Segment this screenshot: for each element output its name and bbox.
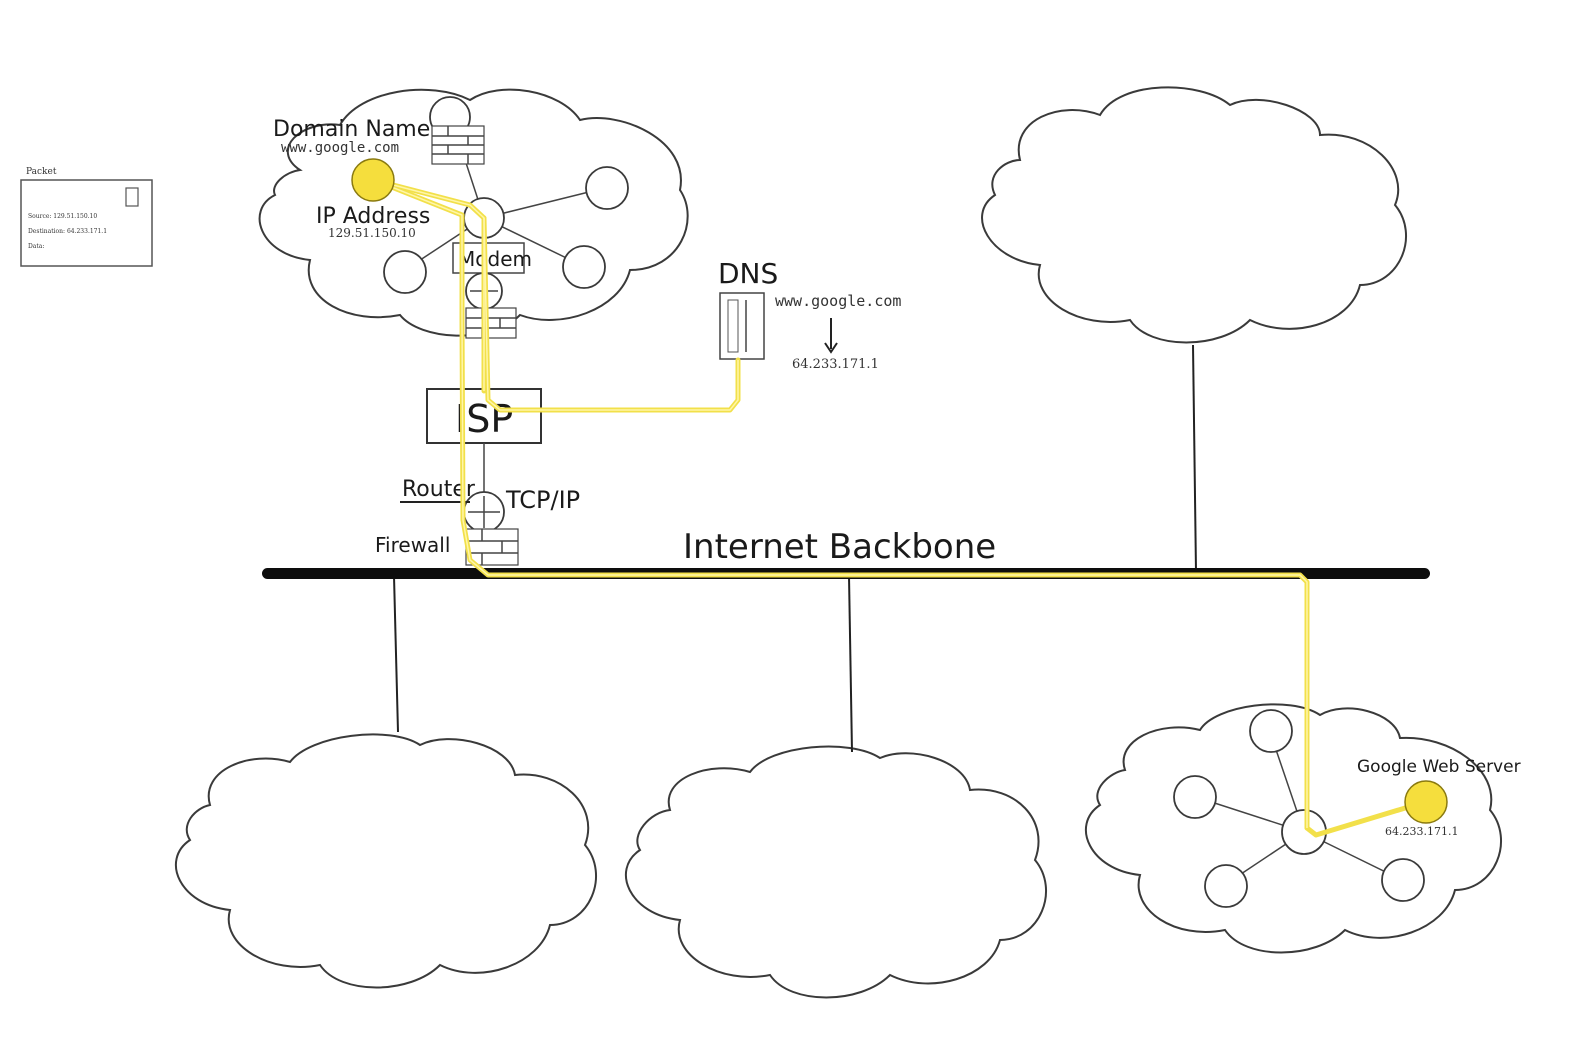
modem-label: Modem	[458, 247, 532, 271]
dns-server-icon	[719, 292, 765, 360]
gateway-firewall-icon	[465, 528, 519, 566]
home-lan: Modem	[383, 96, 629, 339]
backbone-drop-bottom-middle	[848, 575, 853, 753]
packet-route-path	[371, 177, 1428, 838]
google-server-label: Google Web Server	[1357, 757, 1521, 777]
packet-card	[20, 179, 153, 267]
tcpip-label: TCP/IP	[505, 486, 580, 514]
isp-box	[426, 388, 542, 444]
backbone-drop-top-right	[1192, 344, 1197, 573]
server-node-bottom-right	[1381, 858, 1425, 902]
packet-envelope: Packet Source: 129.51.150.10 Destination…	[20, 167, 153, 267]
client-computer-node	[351, 158, 395, 202]
cloud-bottom-middle	[624, 745, 1047, 999]
home-firewall-top-icon	[431, 125, 485, 165]
home-firewall-bottom-icon	[465, 307, 517, 339]
modem-box	[452, 242, 525, 274]
server-node-top	[1249, 709, 1293, 753]
packet-title: Packet	[26, 167, 57, 177]
domain-name-label: Domain Name	[273, 117, 430, 142]
packet-line-destination: Destination: 64.233.171.1	[28, 228, 107, 235]
packet-line-data: Data:	[28, 243, 44, 250]
dns-label: DNS	[718, 257, 778, 290]
home-node-bottom-right	[562, 245, 606, 289]
cloud-bottom-left	[174, 733, 597, 989]
cloud-top-right	[981, 86, 1407, 344]
domain-name-value: www.google.com	[281, 140, 399, 156]
backbone-drop-bottom-left	[393, 575, 399, 733]
backbone-label: Internet Backbone	[683, 527, 996, 567]
ip-address-label: IP Address	[316, 204, 430, 229]
packet-line-source: Source: 129.51.150.10	[28, 213, 97, 220]
google-server-ip: 64.233.171.1	[1385, 825, 1458, 838]
home-node-right	[585, 166, 629, 210]
server-node-bottom-left	[1204, 864, 1248, 908]
packet-stamp	[125, 187, 139, 207]
server-lan	[1173, 709, 1425, 908]
dns-query: www.google.com	[775, 292, 901, 310]
home-node-left	[383, 250, 427, 294]
ip-address-value: 129.51.150.10	[328, 226, 416, 240]
dns-result: 64.233.171.1	[792, 357, 879, 372]
google-server-node	[1404, 780, 1448, 824]
server-node-left	[1173, 775, 1217, 819]
firewall-label: Firewall	[375, 533, 450, 557]
